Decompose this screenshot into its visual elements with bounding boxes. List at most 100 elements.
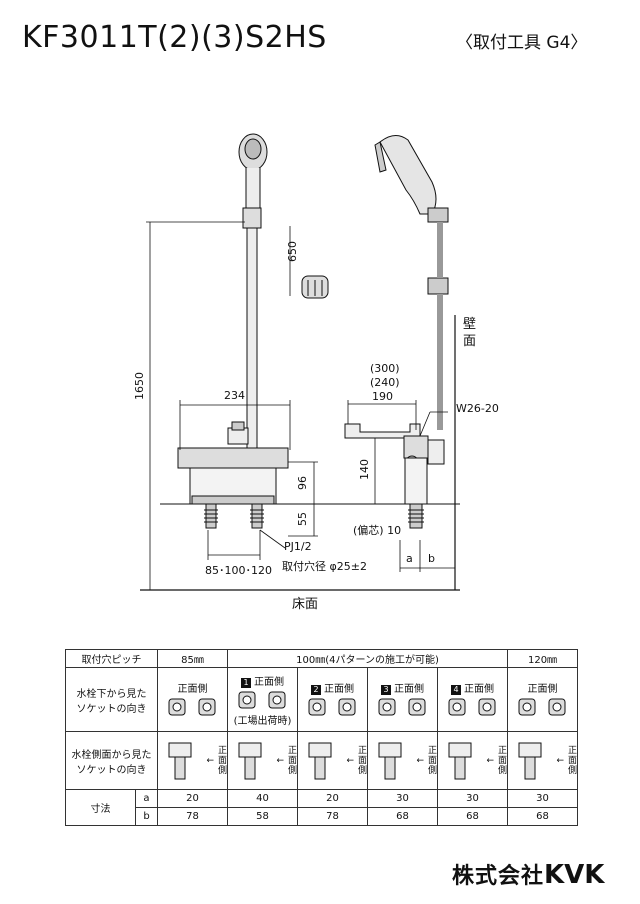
a-value: 30 [436, 789, 509, 808]
shower-head-front [238, 133, 268, 209]
dim-a: a [406, 552, 413, 565]
a-label: a [135, 789, 158, 808]
b-value: 68 [367, 807, 438, 826]
socket-icon [518, 698, 566, 716]
dim-300: (300) [370, 362, 400, 375]
dim-b: b [428, 552, 435, 565]
tools-label: 〈取付工具 G4〉 [456, 33, 588, 53]
side-socket-icon [168, 742, 192, 779]
wall-label-1: 壁 [463, 317, 476, 332]
front-label: 正面側 [324, 684, 354, 695]
front-vertical-1: 正 [568, 745, 578, 756]
front-vertical-2: 面 [427, 755, 437, 766]
number-badge-2: 2 [311, 685, 321, 695]
front-vertical-3: 側 [568, 765, 578, 776]
floor-label: 床面 [292, 597, 318, 612]
factory-label: (工場出荷時) [233, 715, 292, 727]
company-name: 株式会社 [452, 864, 545, 889]
cell-side: ←正面側 [507, 731, 579, 790]
faucet-body-side [344, 423, 445, 529]
wall-bracket [301, 275, 329, 299]
slide-holder [242, 207, 262, 229]
front-label: 正面側 [464, 684, 494, 695]
front-vertical-2: 面 [357, 755, 367, 766]
a-value: 40 [227, 789, 298, 808]
socket-icon [308, 698, 355, 716]
front-vertical-1: 正 [217, 745, 227, 756]
col-85: 85㎜ [157, 649, 228, 668]
hole-label: 取付穴径 φ25±2 [282, 559, 367, 573]
col-120: 120㎜ [507, 649, 579, 668]
dim-96: 96 [296, 476, 309, 490]
front-vertical-1: 正 [357, 745, 367, 756]
row-dim-b: b 78 58 78 68 68 68 [66, 807, 579, 826]
dim-190: 190 [372, 390, 393, 403]
front-vertical-3: 側 [497, 765, 507, 776]
front-vertical-2: 面 [217, 755, 227, 766]
w26-label: W26-20 [456, 402, 499, 415]
cell-side: ←正面側 [436, 731, 509, 790]
dim-234: 234 [224, 389, 245, 402]
front-vertical-3: 側 [427, 765, 437, 776]
dim-650: 650 [286, 241, 299, 262]
front-label: 正面側 [254, 676, 284, 688]
technical-drawing: 650 1650 234 96 55 (300) (240) 190 140 (… [133, 133, 499, 612]
b-value: 78 [297, 807, 368, 826]
faucet-body-front [177, 421, 289, 529]
side-socket-icon [308, 742, 332, 779]
front-vertical-1: 正 [287, 745, 297, 756]
row-dim-a: 寸法 a 20 40 20 30 30 30 [65, 789, 579, 826]
row1-label: 水栓下から見た ソケットの向き [65, 667, 158, 732]
front-vertical-1: 正 [427, 745, 437, 756]
pj-label: PJ1/2 [284, 540, 312, 553]
b-value: 58 [227, 807, 298, 826]
front-vertical-2: 面 [497, 755, 507, 766]
a-value: 30 [507, 789, 579, 808]
dim-140: 140 [358, 459, 371, 480]
dim-55: 55 [296, 512, 309, 526]
col-100: 100㎜(4パターンの施工が可能) [226, 649, 509, 668]
side-socket-icon [518, 742, 542, 779]
spec-table: 取付穴ピッチ 85㎜ 100㎜(4パターンの施工が可能) 120㎜ 水栓下から見… [65, 649, 579, 826]
front-vertical-1: 正 [497, 745, 507, 756]
row1-label-line2: ソケットの向き [76, 703, 147, 715]
b-label: b [135, 807, 158, 826]
brand-name: KVK [544, 860, 605, 890]
socket-icon [238, 691, 285, 708]
socket-icon [168, 698, 215, 716]
number-badge-4: 4 [451, 685, 461, 695]
pitch-header: 取付穴ピッチ [65, 649, 158, 668]
cell-side: ←正面側 [227, 731, 298, 790]
row1-label-line1: 水栓下から見た [76, 688, 147, 700]
number-badge-3: 3 [381, 685, 391, 695]
a-value: 20 [297, 789, 368, 808]
pitch-label: 85･100･120 [205, 564, 272, 577]
slide-bar-front [246, 227, 258, 451]
front-vertical-2: 面 [568, 755, 578, 766]
front-label: 正面側 [527, 684, 558, 695]
front-vertical-3: 側 [217, 765, 227, 776]
front-label: 正面側 [394, 684, 424, 695]
b-value: 78 [157, 807, 228, 826]
cell-side: ←正面側 [297, 731, 368, 790]
number-badge-1: 1 [241, 677, 251, 688]
dim-10: (偏芯) 10 [353, 523, 401, 537]
a-value: 20 [157, 789, 228, 808]
side-socket-icon [238, 742, 262, 779]
b-value: 68 [507, 807, 579, 826]
front-label: 正面側 [177, 684, 208, 695]
row2-label: 水栓側面から見た ソケットの向き [65, 731, 158, 790]
wall-label-2: 面 [463, 334, 476, 349]
socket-icon [448, 698, 495, 716]
front-vertical-2: 面 [287, 755, 297, 766]
size-label: 寸法 [65, 789, 136, 826]
socket-icon [378, 698, 425, 716]
cell-side: ←正面側 [367, 731, 438, 790]
b-value: 68 [436, 807, 509, 826]
cell-85-bottom: 正面側 [157, 667, 228, 732]
shower-head-side [374, 135, 449, 430]
